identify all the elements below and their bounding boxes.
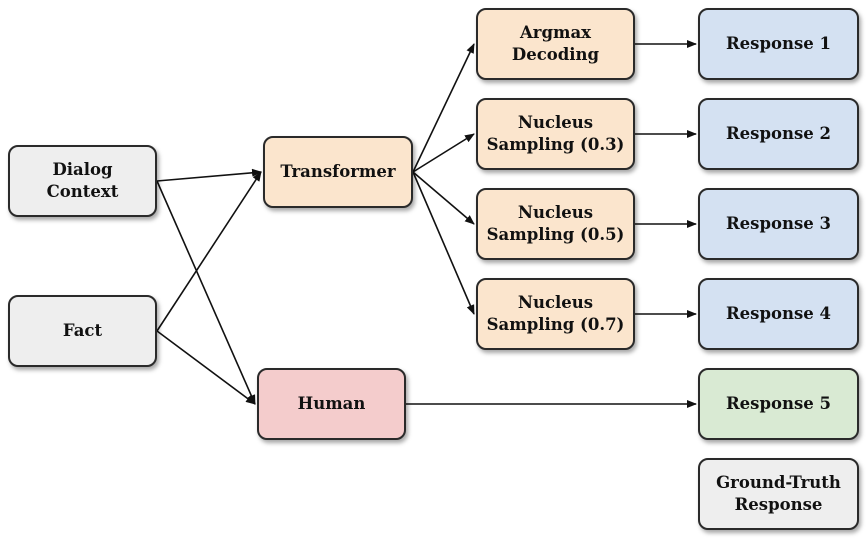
node-response-1: Response 1: [698, 8, 859, 80]
edge-fact-to-transformer: [156, 171, 262, 332]
node-response-3: Response 3: [698, 188, 859, 260]
node-dialog-context: Dialog Context: [8, 145, 157, 217]
node-nucleus-sampling-0-7: Nucleus Sampling (0.7): [476, 278, 635, 350]
edge-fact-to-human: [156, 330, 256, 405]
edge-transformer-to-nucleus-03: [412, 133, 475, 173]
edge-transformer-to-nucleus-07: [412, 171, 475, 315]
node-response-2: Response 2: [698, 98, 859, 170]
node-transformer: Transformer: [263, 136, 413, 208]
node-nucleus-sampling-0-3: Nucleus Sampling (0.3): [476, 98, 635, 170]
node-fact: Fact: [8, 295, 157, 367]
edges-layer: [156, 40, 697, 408]
node-argmax-decoding: Argmax Decoding: [476, 8, 635, 80]
node-response-4: Response 4: [698, 278, 859, 350]
node-ground-truth-response: Ground-Truth Response: [698, 458, 859, 530]
edge-dialog-context-to-transformer: [156, 168, 262, 182]
node-nucleus-sampling-0-5: Nucleus Sampling (0.5): [476, 188, 635, 260]
node-response-5: Response 5: [698, 368, 859, 440]
edge-transformer-to-argmax: [412, 43, 475, 173]
edge-transformer-to-nucleus-05: [412, 171, 475, 225]
edge-dialog-context-to-human: [156, 180, 256, 405]
node-human: Human: [257, 368, 406, 440]
